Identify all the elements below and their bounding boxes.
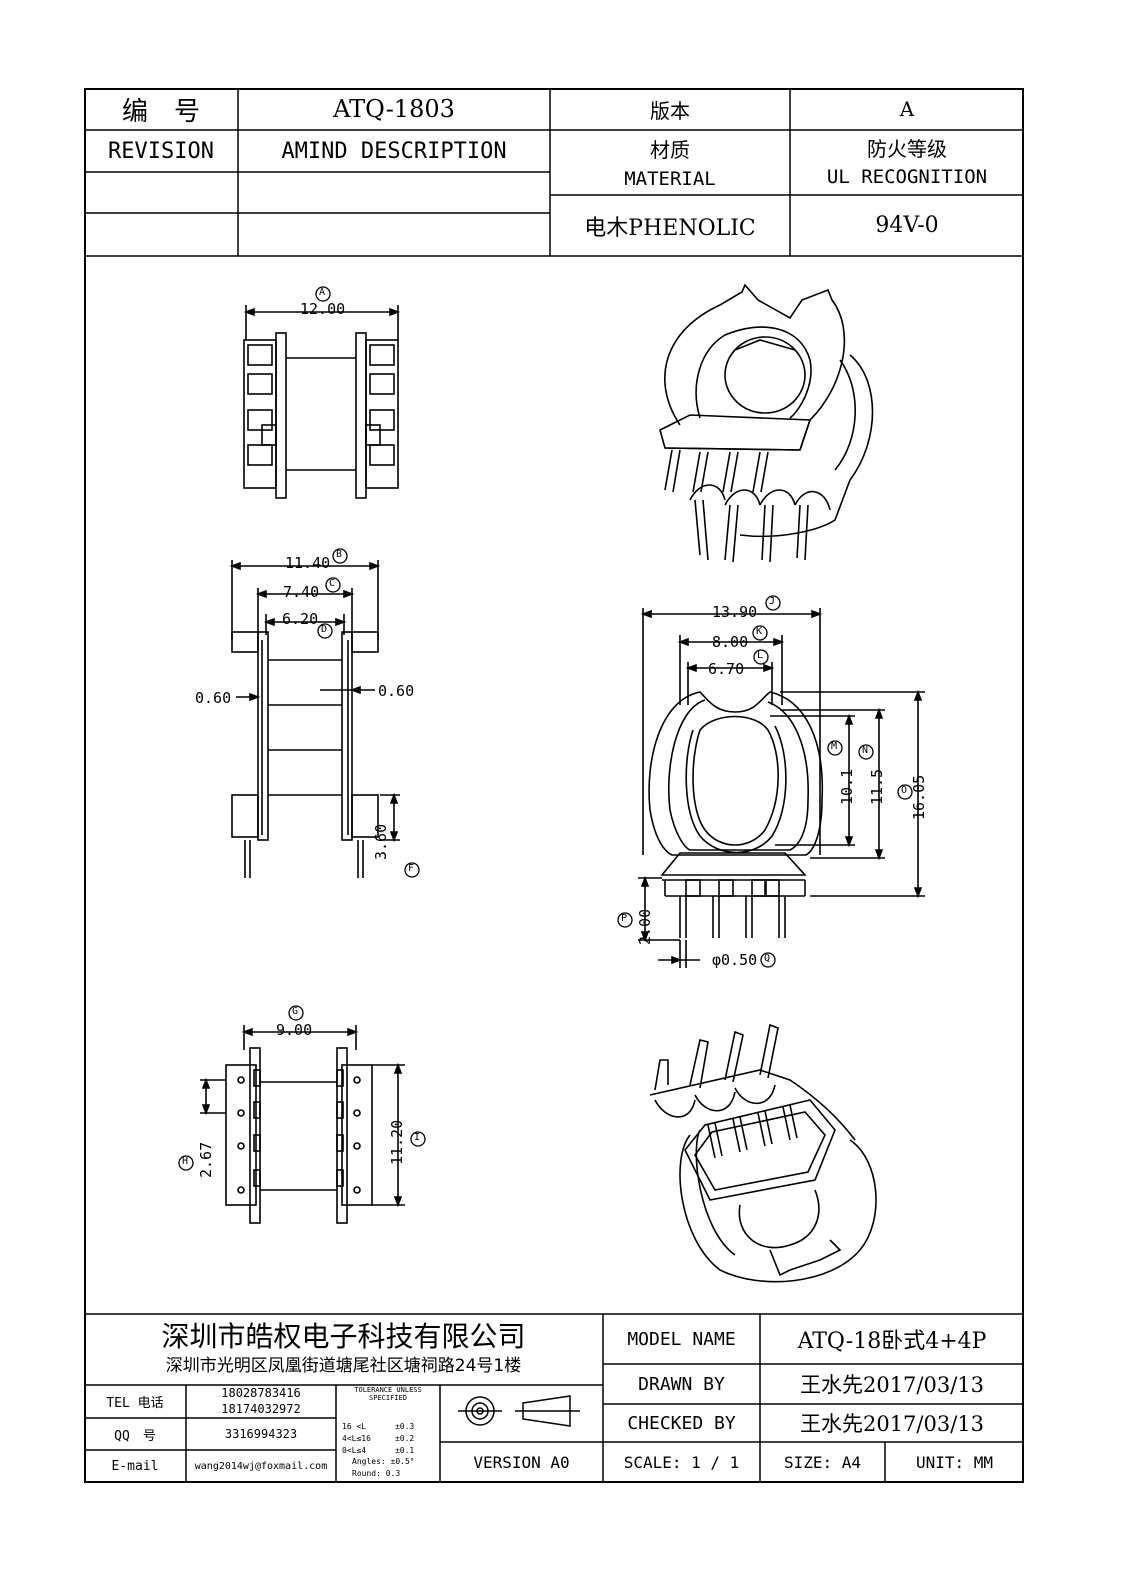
dim-a: 12.00: [300, 300, 346, 318]
dim-b: 11.40: [285, 554, 331, 572]
tol-2: 4<L≤16 ±0.2: [342, 1434, 415, 1443]
tel-1: 18028783416: [221, 1386, 301, 1400]
front-view: [638, 608, 925, 968]
tag-o: O: [901, 785, 908, 796]
tol-1: 16 <L ±0.3: [342, 1422, 415, 1431]
checked-label: CHECKED BY: [627, 1412, 736, 1434]
tag-c: C: [329, 578, 336, 589]
tel-label: TEL 电话: [106, 1396, 164, 1411]
material-value: 电木PHENOLIC: [584, 215, 756, 241]
tag-k: K: [756, 626, 763, 637]
checked-value: 王水先2017/03/13: [799, 1412, 985, 1436]
material-cn: 材质: [650, 137, 690, 162]
material-en: MATERIAL: [624, 168, 716, 190]
unit-label: UNIT: MM: [915, 1453, 994, 1472]
dim-k: 8.00: [712, 633, 749, 651]
email-value: wang2014wj@foxmail.com: [194, 1461, 328, 1472]
dim-d: 6.20: [282, 610, 319, 628]
wall-left: 0.60: [195, 689, 232, 707]
version-value: A: [899, 97, 915, 121]
tel-2: 18174032972: [221, 1402, 301, 1416]
size-label: SIZE: A4: [783, 1453, 862, 1472]
tag-p: P: [621, 913, 628, 924]
version-a0: VERSION A0: [473, 1453, 570, 1472]
scale-label: SCALE: 1 / 1: [623, 1453, 740, 1472]
amind-label: AMIND DESCRIPTION: [281, 138, 507, 164]
company-name: 深圳市皓权电子科技有限公司: [161, 1320, 526, 1353]
dim-q: φ0.50: [712, 951, 758, 969]
bottom-view: [200, 1025, 405, 1224]
company-address: 深圳市光明区凤凰街道塘尾社区塘祠路24号1楼: [165, 1355, 522, 1376]
dim-j: 13.90: [712, 603, 758, 621]
dim-l: 6.70: [708, 660, 745, 678]
tag-h: H: [182, 1156, 189, 1167]
tag-d: D: [321, 624, 328, 635]
tol-3: 0<L≤4 ±0.1: [342, 1446, 415, 1455]
isometric-view-bottom: [649, 1023, 877, 1283]
tag-l: L: [757, 650, 764, 661]
qq-label: QQ 号: [114, 1428, 156, 1444]
model-label: MODEL NAME: [627, 1328, 736, 1350]
ul-en: UL RECOGNITION: [826, 166, 988, 188]
tol-angles: Angles: ±0.5°: [352, 1457, 415, 1466]
tag-n: N: [862, 745, 869, 756]
side-view: [229, 560, 400, 878]
tol-round: Round: 0.3: [352, 1469, 401, 1478]
dim-g: 9.00: [276, 1021, 313, 1039]
email-label: E-mail: [111, 1459, 159, 1474]
number-value: ATQ-1803: [333, 95, 455, 123]
wall-right: 0.60: [378, 682, 415, 700]
drawn-value: 王水先2017/03/13: [799, 1373, 985, 1397]
top-view: [243, 305, 401, 499]
tag-j: J: [769, 596, 776, 607]
tag-f: F: [408, 863, 415, 874]
qq-value: 3316994323: [224, 1427, 298, 1441]
tag-a: A: [319, 287, 326, 298]
tag-m: M: [831, 741, 838, 752]
tag-q: Q: [764, 953, 771, 964]
ul-cn: 防火等级: [867, 136, 947, 161]
tag-b: B: [336, 549, 343, 560]
revision-label: REVISION: [108, 138, 214, 164]
drawn-label: DRAWN BY: [638, 1373, 725, 1395]
ul-value: 94V-0: [875, 213, 939, 238]
tolerance-title: TOLERANCE UNLESS SPECIFIED: [354, 1386, 422, 1402]
model-value: ATQ-18卧式4+4P: [797, 1329, 987, 1354]
version-label: 版本: [650, 98, 690, 123]
tag-i: I: [414, 1132, 421, 1143]
number-label: 编 号: [121, 96, 200, 127]
isometric-view-top: [659, 283, 874, 563]
dim-c: 7.40: [283, 583, 320, 601]
tag-g: G: [292, 1006, 299, 1017]
drawing-frame: [84, 88, 1024, 1483]
